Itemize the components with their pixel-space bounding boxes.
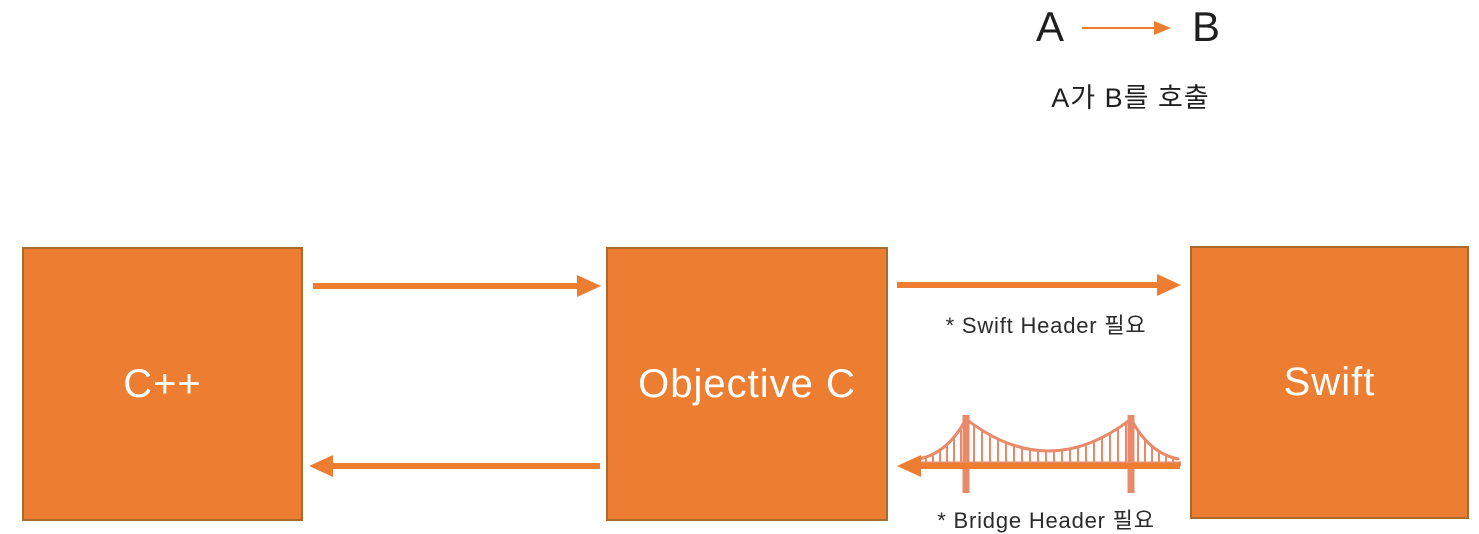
legend-from-label: A: [1036, 3, 1065, 50]
arrow-objc-to-swift: [897, 274, 1181, 296]
arrow-swift-to-objc: [897, 455, 1180, 477]
node-objective-c: Objective C: [606, 247, 888, 521]
legend-to-label: B: [1192, 3, 1221, 50]
arrow-head: [309, 455, 333, 477]
bridge-icon: [917, 415, 1181, 493]
swift-header-note: * Swift Header 필요: [945, 313, 1147, 338]
arrow-head: [1157, 274, 1181, 296]
arrow-shaft: [919, 463, 1180, 469]
arrow-head: [897, 455, 921, 477]
arrow-shaft: [313, 283, 579, 289]
node-swift-label: Swift: [1283, 360, 1376, 404]
arrow-objc-to-cpp: [309, 455, 600, 477]
node-cpp: C++: [22, 247, 303, 521]
node-swift: Swift: [1190, 246, 1469, 519]
bridge-header-note: * Bridge Header 필요: [937, 508, 1155, 533]
legend-caption: A가 B를 호출: [1051, 83, 1210, 113]
legend-arrow-icon: [1082, 20, 1174, 36]
arrow-shaft: [897, 282, 1159, 288]
arrow-shaft: [331, 463, 600, 469]
arrow-cpp-to-objc: [313, 275, 601, 297]
node-objective-c-label: Objective C: [638, 361, 856, 406]
arrow-head: [577, 275, 601, 297]
legend-arrow-shaft: [1082, 27, 1156, 29]
node-cpp-label: C++: [123, 361, 202, 406]
legend-arrow-head: [1154, 21, 1171, 35]
